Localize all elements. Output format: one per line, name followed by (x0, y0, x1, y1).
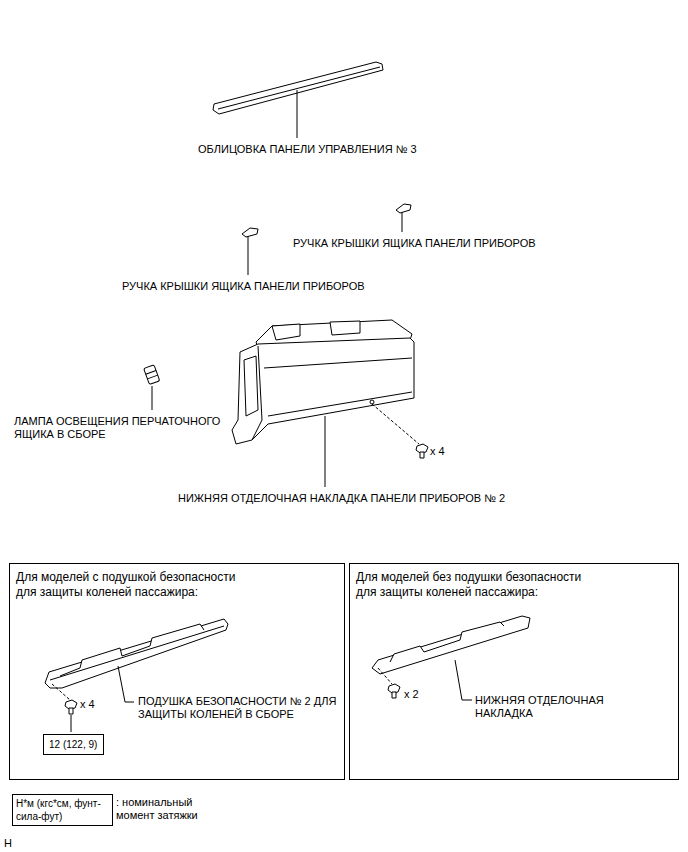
box-text: Н*м (кгс*см, фунт-сила-фут) (16, 797, 109, 823)
part-name: ЛАМПА ОСВЕЩЕНИЯ ПЕРЧАТОЧНОГО ЯЩИКА В СБО… (14, 415, 229, 441)
screw-axis (372, 404, 419, 444)
quantity-label: x 4 (80, 698, 95, 711)
box-text: 12 (122, 9) (49, 738, 98, 751)
screw-symbol (65, 700, 77, 714)
leader-line (455, 660, 472, 700)
legend-box: Н*м (кгс*см, фунт-сила-фут) (12, 794, 113, 826)
part-name: РУЧКА КРЫШКИ ЯЩИКА ПАНЕЛИ ПРИБОРОВ (293, 237, 536, 250)
leader-line (152, 386, 153, 410)
torque-box: 12 (122, 9) (43, 734, 104, 755)
trim-strip-edge (218, 67, 380, 109)
knee-airbag (45, 619, 228, 688)
legend-text: : номинальный момент затяжки (116, 796, 221, 822)
quantity-label: x 2 (404, 688, 419, 701)
part-name: НИЖНЯЯ ОТДЕЛОЧНАЯ НАКЛАДКА ПАНЕЛИ ПРИБОР… (178, 492, 505, 505)
glove-box (232, 320, 414, 444)
trim-strip (213, 62, 383, 114)
screw-symbol (416, 444, 428, 458)
handle-part (396, 204, 411, 213)
variant-panel: Для моделей с подушкой безопасности для … (9, 563, 345, 780)
lamp-part (144, 365, 160, 385)
leader-line (325, 416, 326, 487)
handle-part (242, 228, 258, 237)
part-name: РУЧКА КРЫШКИ ЯЩИКА ПАНЕЛИ ПРИБОРОВ (122, 280, 365, 293)
part-name: ОБЛИЦОВКА ПАНЕЛИ УПРАВЛЕНИЯ № 3 (198, 143, 417, 156)
panel-heading: Для моделей с подушкой безопасности для … (16, 570, 248, 600)
screw-axis (52, 684, 70, 700)
leader-line (297, 90, 298, 138)
figure-code: H (4, 837, 12, 850)
leader-line (248, 236, 249, 275)
part-name: НИЖНЯЯ ОТДЕЛОЧНАЯ НАКЛАДКА (475, 694, 615, 720)
leader-line (71, 715, 72, 732)
screw-symbol (388, 684, 400, 698)
leader-line (118, 666, 134, 702)
leader-line (402, 212, 403, 232)
variant-panel: Для моделей без подушки безопасности для… (349, 563, 679, 780)
quantity-label: x 4 (430, 445, 445, 458)
screw-axis (378, 668, 392, 684)
lower-trim (372, 616, 530, 674)
panel-heading: Для моделей без подушки безопасности для… (356, 570, 592, 600)
part-name: ПОДУШКА БЕЗОПАСНОСТИ № 2 ДЛЯ ЗАЩИТЫ КОЛЕ… (138, 695, 338, 721)
